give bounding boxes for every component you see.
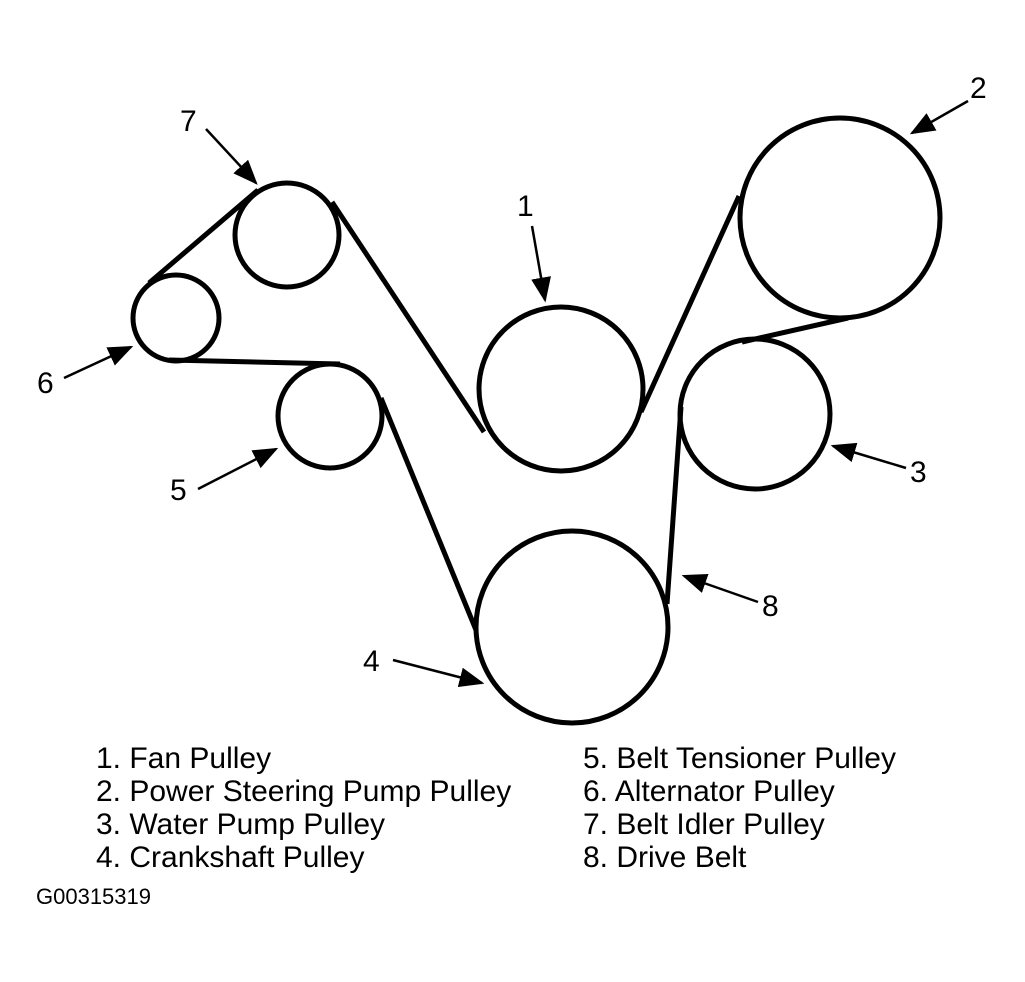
legend-item: 8. Drive Belt [583, 841, 747, 874]
callout-6: 6 [37, 367, 54, 400]
legend-left: 1. Fan Pulley 2. Power Steering Pump Pul… [96, 742, 511, 874]
figure-id: G00315319 [36, 884, 151, 909]
fan-pulley [476, 304, 646, 474]
arrow-1 [530, 225, 551, 303]
callout-4: 4 [363, 645, 380, 678]
arrow-5 [197, 447, 279, 491]
alternator-pulley [130, 272, 222, 364]
legend-item: 3. Water Pump Pulley [96, 808, 385, 841]
legend-item: 4. Crankshaft Pulley [96, 841, 365, 874]
drive-belt [147, 188, 849, 631]
belt-tensioner-pulley [275, 361, 385, 471]
legend-item: 2. Power Steering Pump Pulley [96, 775, 512, 808]
power-steering-pump-pulley [737, 115, 943, 321]
arrow-3 [830, 442, 907, 470]
crankshaft-pulley [473, 528, 671, 726]
arrow-2 [909, 99, 969, 135]
belt-idler-pulley [232, 180, 342, 290]
arrow-4 [392, 658, 485, 688]
callout-2: 2 [970, 72, 987, 105]
arrow-8 [681, 574, 759, 604]
arrow-6 [63, 345, 134, 380]
callout-3: 3 [910, 456, 927, 489]
legend-item: 6. Alternator Pulley [583, 775, 835, 808]
legend-item: 5. Belt Tensioner Pulley [583, 742, 896, 775]
arrow-7 [205, 128, 258, 185]
callout-5: 5 [170, 474, 187, 507]
callout-1: 1 [517, 190, 534, 223]
legend-right: 5. Belt Tensioner Pulley 6. Alternator P… [583, 742, 896, 874]
water-pump-pulley [677, 336, 833, 492]
legend-item: 1. Fan Pulley [96, 742, 272, 775]
legend-item: 7. Belt Idler Pulley [583, 808, 825, 841]
callout-8: 8 [762, 590, 779, 623]
callout-7: 7 [180, 105, 197, 138]
